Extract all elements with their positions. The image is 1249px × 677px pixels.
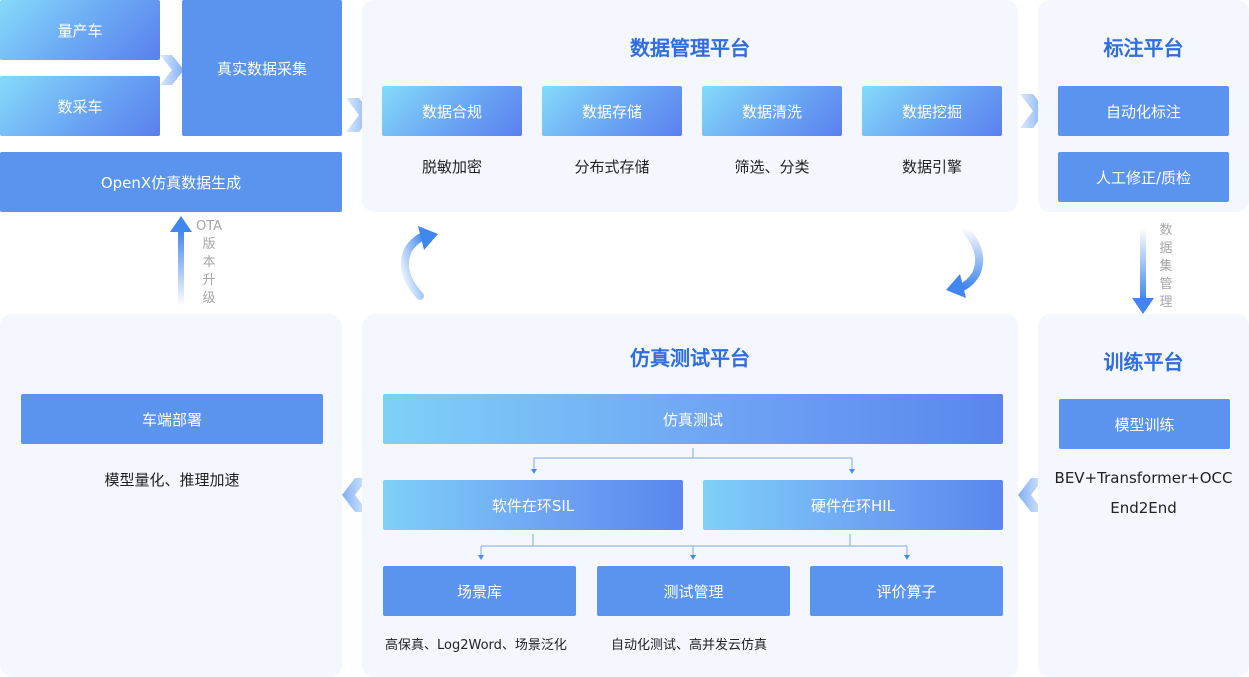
data-storage-label: 数据存储	[581, 102, 642, 121]
sil-label: 软件在环SIL	[491, 496, 575, 515]
production-car-box: 量产车	[0, 0, 160, 60]
chevron-right-icon	[160, 55, 184, 85]
chevron-left-icon	[1018, 478, 1044, 512]
auto-label-box: 自动化标注	[1058, 86, 1229, 136]
scenario-lib-box: 场景库	[383, 566, 576, 616]
sim-desc-1: 高保真、Log2Word、场景泛化	[385, 638, 567, 653]
ota-upgrade-label: OTA 版 本 升 级	[196, 219, 223, 306]
data-mining-box: 数据挖掘	[862, 86, 1002, 136]
curved-arrow-down-icon	[946, 224, 983, 298]
data-mining-desc: 数据引擎	[901, 158, 962, 176]
data-platform-title: 数据管理平台	[630, 36, 750, 60]
sim-test-label: 仿真测试	[662, 410, 723, 429]
vehicle-deploy-box: 车端部署	[21, 394, 323, 444]
label-platform-title: 标注平台	[1103, 36, 1184, 60]
manual-qa-label: 人工修正/质检	[1095, 168, 1192, 187]
data-cleaning-desc: 筛选、分类	[734, 158, 810, 176]
deploy-panel	[0, 314, 342, 677]
manual-qa-box: 人工修正/质检	[1058, 152, 1229, 202]
hil-label: 硬件在环HIL	[810, 496, 896, 515]
data-mining-label: 数据挖掘	[901, 102, 962, 121]
chevron-left-icon	[342, 478, 368, 512]
train-desc-line2: End2End	[1110, 499, 1177, 517]
train-desc-line1: BEV+Transformer+OCC	[1054, 469, 1233, 487]
sim-platform-title: 仿真测试平台	[630, 346, 750, 370]
arrow-down-icon	[1132, 228, 1154, 314]
arrow-up-icon	[170, 216, 192, 306]
sil-box: 软件在环SIL	[383, 480, 683, 530]
data-storage-box: 数据存储	[542, 86, 682, 136]
openx-box: OpenX仿真数据生成	[0, 152, 342, 212]
data-car-label: 数采车	[57, 97, 103, 116]
model-training-label: 模型训练	[1114, 415, 1175, 434]
tree-connector	[531, 448, 855, 474]
model-training-box: 模型训练	[1059, 399, 1230, 449]
dataset-management-label: 数 据 集 管 理	[1159, 223, 1173, 310]
data-cleaning-box: 数据清洗	[702, 86, 842, 136]
train-platform-title: 训练平台	[1103, 350, 1184, 374]
sim-desc-2: 自动化测试、高并发云仿真	[611, 638, 768, 653]
real-collect-box: 真实数据采集	[182, 0, 342, 136]
hil-box: 硬件在环HIL	[703, 480, 1003, 530]
test-management-label: 测试管理	[663, 582, 724, 601]
evaluation-operator-box: 评价算子	[810, 566, 1003, 616]
deploy-desc: 模型量化、推理加速	[104, 471, 240, 489]
tree-connector	[478, 534, 910, 560]
sim-test-box: 仿真测试	[383, 394, 1003, 444]
data-storage-desc: 分布式存储	[574, 158, 650, 176]
data-compliance-label: 数据合规	[421, 102, 482, 121]
auto-label-label: 自动化标注	[1105, 102, 1181, 121]
vehicle-deploy-label: 车端部署	[141, 410, 202, 429]
data-cleaning-label: 数据清洗	[741, 102, 802, 121]
scenario-lib-label: 场景库	[456, 582, 502, 601]
production-car-label: 量产车	[57, 21, 103, 40]
openx-label: OpenX仿真数据生成	[100, 173, 242, 192]
data-compliance-desc: 脱敏加密	[421, 158, 482, 176]
test-management-box: 测试管理	[597, 566, 790, 616]
real-collect-label: 真实数据采集	[216, 59, 307, 78]
curved-arrow-up-icon	[401, 226, 438, 300]
train-platform-panel: 训练平台	[1038, 314, 1249, 677]
evaluation-operator-label: 评价算子	[876, 582, 937, 601]
data-compliance-box: 数据合规	[382, 86, 522, 136]
data-car-box: 数采车	[0, 76, 160, 136]
